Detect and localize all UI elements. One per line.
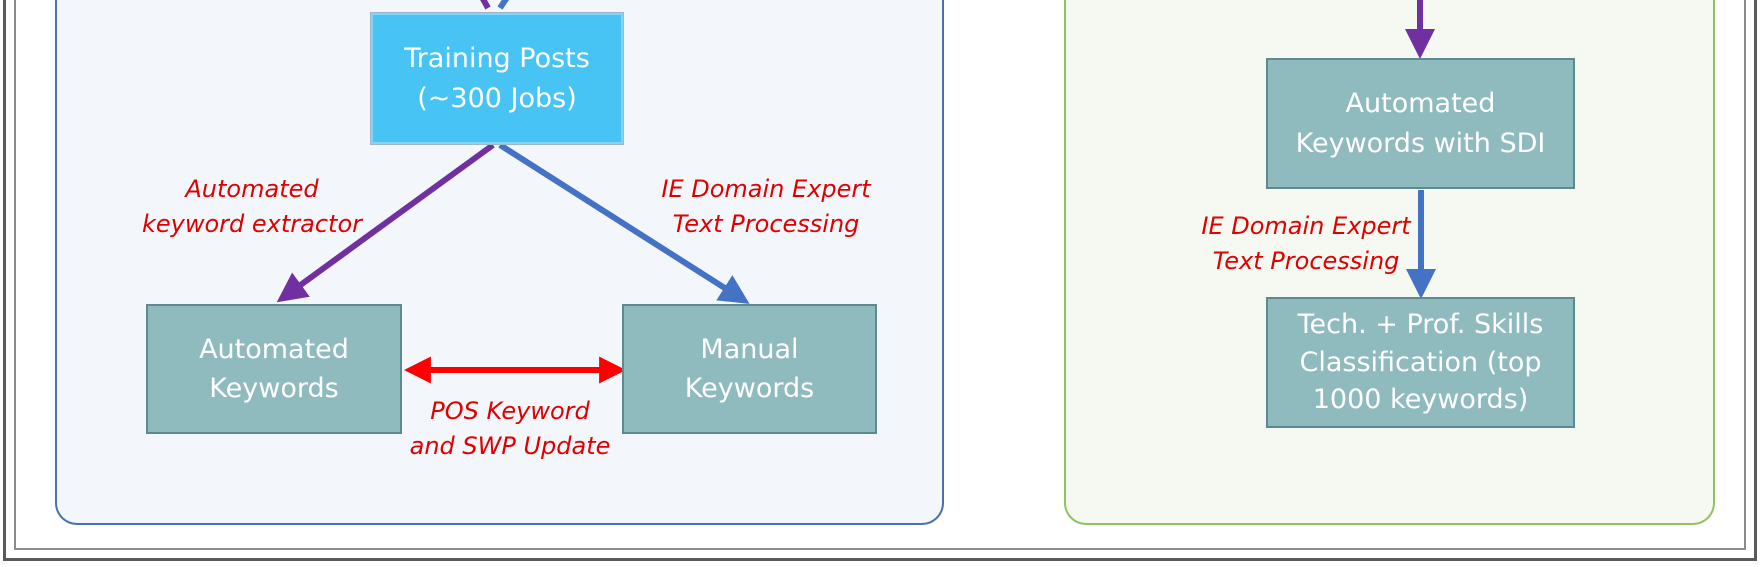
training-posts-line2: (~300 Jobs) (417, 82, 577, 114)
pos-keyword-line2: and SWP Update (409, 431, 611, 460)
arrow-to-automated-keywords (276, 142, 495, 303)
pos-keyword-line1: POS Keyword (430, 397, 590, 425)
ie-expert-right-label: IE Domain Expert Text Processing (1190, 209, 1422, 279)
sdi-box-line1: Automated (1345, 88, 1496, 120)
training-posts-line1: Training Posts (404, 43, 590, 75)
skills-box-line3: 1000 keywords) (1312, 384, 1529, 416)
incoming-blue-arrow (497, 0, 509, 10)
automated-extractor-label: Automated keyword extractor (136, 172, 368, 242)
ie-expert-left-label: IE Domain Expert Text Processing (650, 172, 882, 242)
automated-keywords-sdi-box: Automated Keywords with SDI (1266, 58, 1575, 189)
ie-expert-right-line2: Text Processing (1212, 246, 1400, 275)
manual-keywords-line2: Keywords (684, 373, 815, 404)
outer-frame (3, 0, 1757, 561)
manual-keywords-box: Manual Keywords (622, 304, 877, 434)
arrow-to-manual-keywords (498, 142, 750, 304)
skills-box-line2: Classification (top (1299, 346, 1542, 378)
ie-expert-right-line1: IE Domain Expert (1201, 212, 1411, 240)
automated-keywords-line1: Automated (199, 333, 349, 365)
skills-box-line1: Tech. + Prof. Skills (1297, 308, 1544, 340)
incoming-purple-arrow (480, 0, 491, 10)
training-posts-box: Training Posts (~300 Jobs) (370, 12, 624, 145)
inner-frame (14, 0, 1746, 550)
automated-extractor-line2: keyword extractor (141, 209, 363, 238)
pos-keyword-label: POS Keyword and SWP Update (405, 394, 615, 464)
automated-keywords-line2: Keywords (209, 373, 339, 404)
sdi-box-line2: Keywords with SDI (1295, 127, 1546, 159)
automated-keywords-box: Automated Keywords (146, 304, 402, 434)
manual-keywords-line1: Manual (700, 333, 799, 365)
automated-extractor-line1: Automated (185, 175, 319, 203)
ie-expert-left-line2: Text Processing (672, 209, 860, 238)
ie-expert-left-line1: IE Domain Expert (661, 175, 871, 203)
skills-classification-box: Tech. + Prof. Skills Classification (top… (1266, 297, 1575, 428)
